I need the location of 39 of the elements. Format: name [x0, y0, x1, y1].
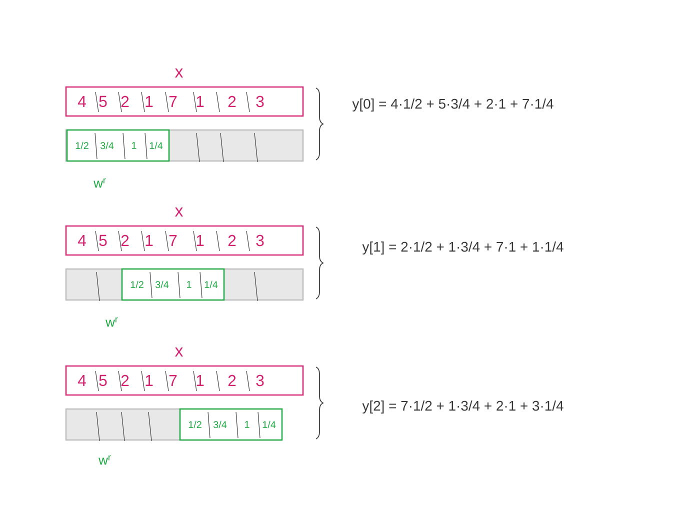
node-label: 2 — [121, 96, 129, 108]
node-label: 3 — [256, 374, 264, 386]
node-label: 4 — [78, 96, 86, 107]
equation: y[0] = 4·1/2 + 5·3/4 + 2·1 + 7·1/4 — [352, 98, 554, 112]
node-label: 2 — [228, 96, 236, 108]
node-label: 1 — [146, 235, 153, 246]
node-label: 1 — [146, 375, 153, 386]
node-label: 7 — [169, 235, 177, 246]
node-label: 1 — [196, 96, 204, 107]
node-label: 4 — [78, 235, 86, 246]
kernel-label: w$^{r}$ — [106, 317, 118, 327]
node-label: 4 — [78, 375, 86, 386]
array-box: 4 5 2 1 7 1 2 3 — [65, 365, 304, 396]
kernel-label: w$^{r}$ — [98, 455, 111, 465]
kernel-box: 1/2 3/4 1 1/4 — [179, 408, 283, 441]
equation: y[1] = 2·1/2 + 1·3/4 + 7·1 + 1·1/4 — [362, 242, 564, 254]
node-label: 2 — [228, 374, 236, 386]
node-label: 1 — [146, 96, 153, 107]
array-box: 4 5 2 1 7 1 2 3 — [65, 225, 304, 256]
node-label: 2 — [121, 234, 129, 246]
kernel-box: 1/2 3/4 1 1/4 — [66, 129, 170, 162]
node-label: 1 — [196, 375, 204, 386]
node-label: 5 — [99, 234, 107, 246]
node-label: 2 — [121, 374, 129, 386]
node-label: 1 — [196, 235, 204, 246]
node-label: 3 — [256, 96, 264, 108]
node-label: 5 — [99, 374, 107, 386]
equation: y[2] = 7·1/2 + 1·3/4 + 2·1 + 3·1/4 — [362, 400, 564, 414]
kernel-box: 1/2 3/4 1 1/4 — [121, 268, 225, 301]
node-label: 7 — [169, 375, 177, 386]
kernel-label: w$^{r}$ — [94, 178, 106, 188]
array-box: 4 5 2 1 7 1 2 3 — [65, 86, 304, 117]
array-label: x — [174, 348, 184, 356]
node-label: 7 — [169, 96, 177, 107]
array-label: x — [174, 68, 184, 78]
node-label: 3 — [256, 234, 264, 246]
array-label: x — [174, 208, 184, 216]
node-label: 5 — [99, 96, 107, 108]
node-label: 2 — [228, 234, 236, 246]
